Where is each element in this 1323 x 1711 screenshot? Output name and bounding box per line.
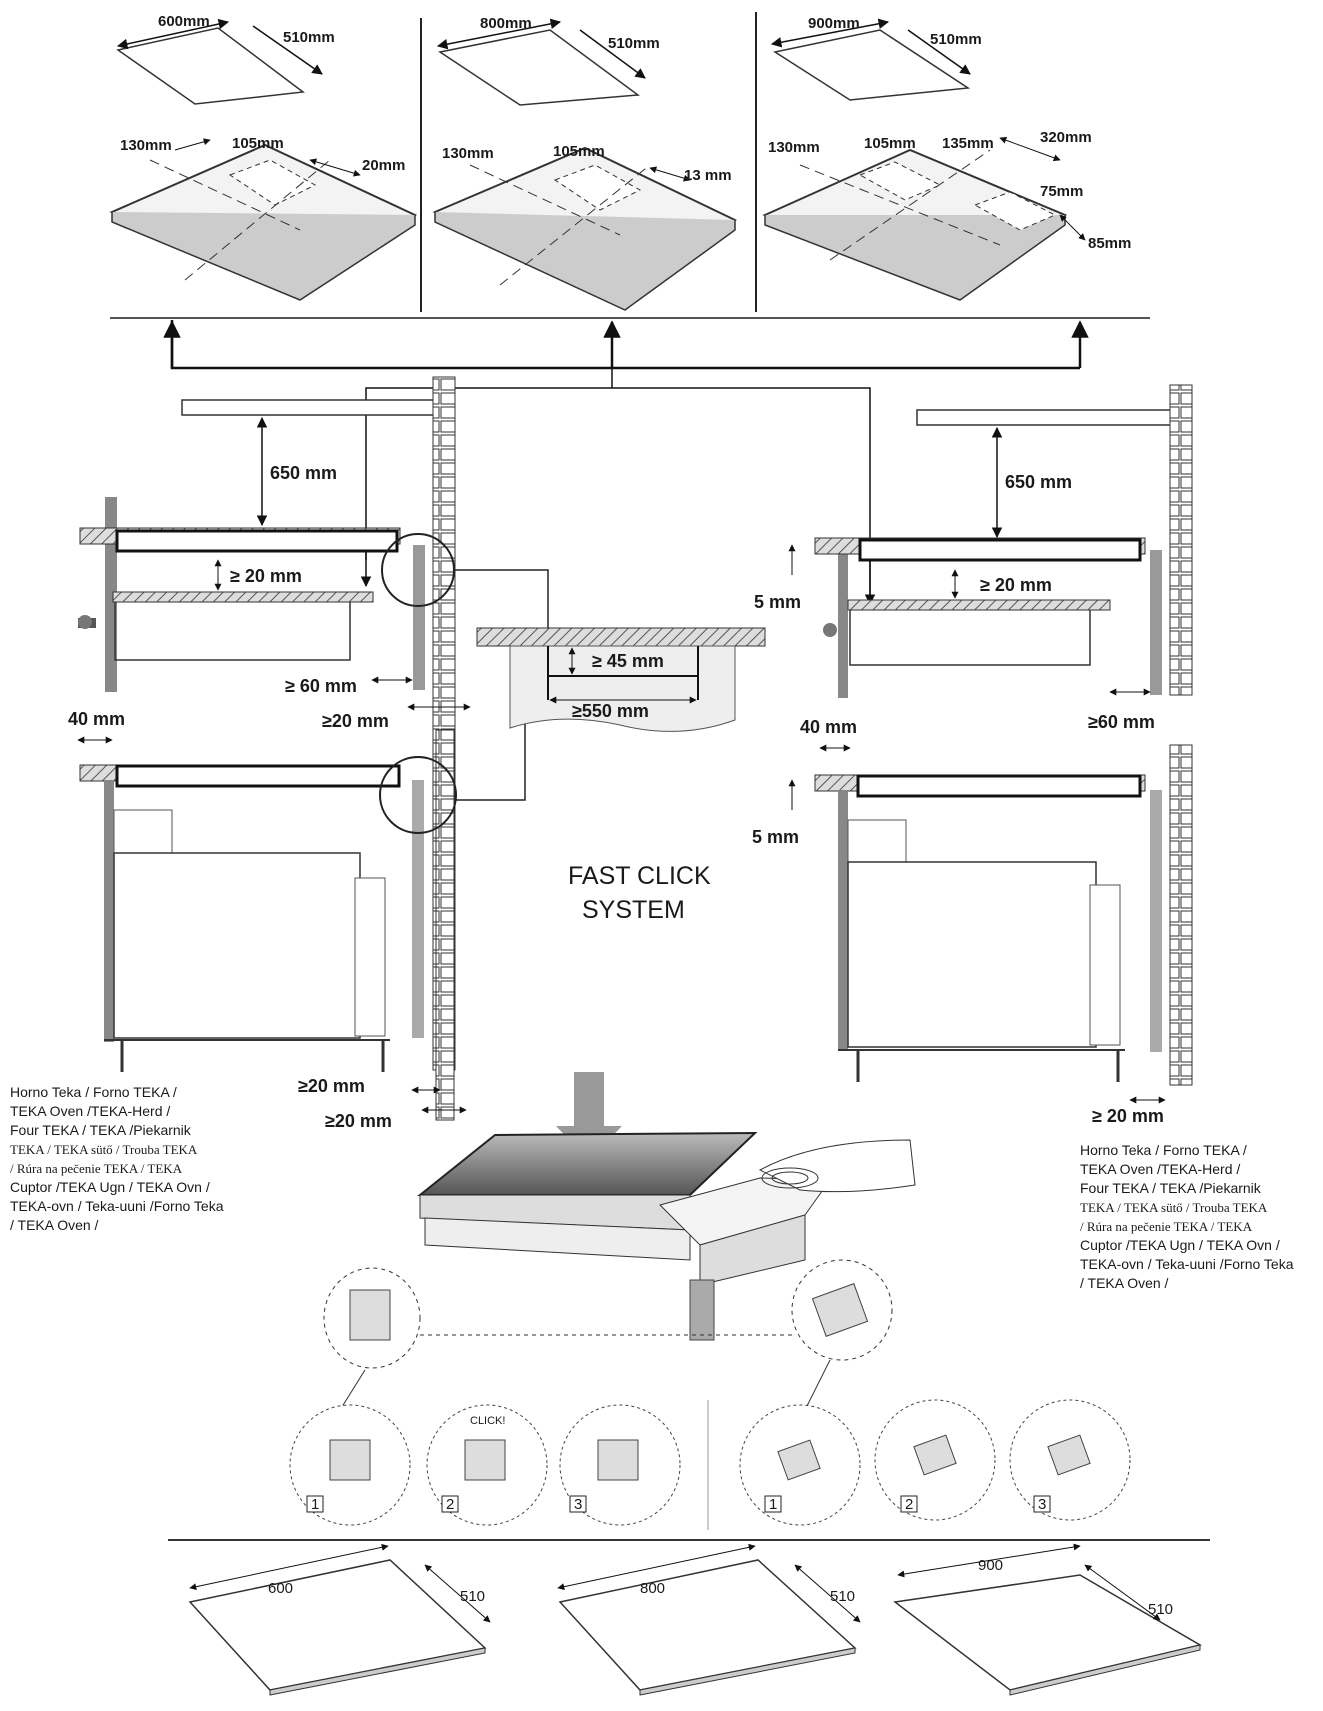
dim-ge20mm-right: ≥ 20 mm [980,575,1052,595]
step-number: 3 [574,1496,582,1513]
dim-510mm: 510mm [608,35,660,52]
dim-40mm: 40 mm [68,709,125,729]
caption-line: TEKA-ovn / Teka-uuni /Forno Teka [10,1198,224,1214]
dim-800mm: 800mm [480,15,532,32]
bottom-panels [188,1543,1202,1696]
top-panel-600 [109,18,418,301]
bottom-dim-510: 510 [1148,1601,1173,1618]
oven-caption-left: Horno Teka / Forno TEKA / TEKA Oven /TEK… [10,1083,238,1235]
dim-ge60mm-right: ≥60 mm [1088,712,1155,732]
dim-135mm: 135mm [942,135,994,152]
caption-line: / Rúra na pečenie TEKA / TEKA [1080,1219,1253,1234]
step-number: 1 [769,1496,777,1513]
dim-85mm: 85mm [1088,235,1131,252]
dim-13mm: 13 mm [684,167,732,184]
step-number: 2 [905,1496,913,1513]
dim-510mm: 510mm [283,29,335,46]
connector-arrows [163,320,1089,606]
fast-click-subtitle: SYSTEM [582,896,685,924]
caption-line: Four TEKA / TEKA /Piekarnik [1080,1180,1261,1196]
caption-line: / Rúra na pečenie TEKA / TEKA [10,1161,183,1176]
step-number: 2 [446,1496,454,1513]
dim-650mm: 650 mm [270,463,337,483]
hob-insert-illustration [417,1072,916,1341]
dim-510mm: 510mm [930,31,982,48]
dim-105mm: 105mm [553,143,605,160]
caption-line: TEKA-ovn / Teka-uuni /Forno Teka [1080,1256,1294,1272]
bottom-dim-800: 800 [640,1580,665,1597]
dim-ge20mm-oven: ≥20 mm [298,1076,365,1096]
left-installation [77,376,549,1121]
caption-line: TEKA Oven /TEKA-Herd / [1080,1161,1241,1177]
oven-caption-right: Horno Teka / Forno TEKA / TEKA Oven /TEK… [1080,1141,1312,1293]
caption-line: Cuptor /TEKA Ugn / TEKA Ovn / [1080,1237,1280,1253]
caption-line: / TEKA Oven / [1080,1275,1169,1291]
dim-20mm: 20mm [362,157,405,174]
step-circles [289,1399,1131,1526]
dim-320mm: 320mm [1040,129,1092,146]
dim-75mm: 75mm [1040,183,1083,200]
fast-click-title: FAST CLICK [568,862,711,890]
top-panel-900 [762,18,1086,301]
center-detail [476,627,766,732]
caption-line: Four TEKA / TEKA /Piekarnik [10,1122,191,1138]
dim-ge20mm: ≥ 20 mm [230,566,302,586]
dim-130mm: 130mm [768,139,820,156]
step-number: 3 [1038,1496,1046,1513]
click-label: CLICK! [470,1415,505,1427]
dim-130mm: 130mm [120,137,172,154]
dim-105mm: 105mm [232,135,284,152]
dim-ge20mm-oven-wall: ≥20 mm [325,1111,392,1131]
dim-ge20mm-small: ≥20 mm [322,711,389,731]
step-number: 1 [311,1496,319,1513]
bottom-dim-600: 600 [268,1580,293,1597]
dim-ge20mm-right-oven: ≥ 20 mm [1092,1106,1164,1126]
bottom-dim-510: 510 [460,1588,485,1605]
caption-line: Horno Teka / Forno TEKA / [10,1084,177,1100]
dim-ge45mm: ≥ 45 mm [592,651,664,671]
bottom-dim-510: 510 [830,1588,855,1605]
step-number-boxes [306,1495,1051,1513]
dim-900mm: 900mm [808,15,860,32]
dim-5mm-lower: 5 mm [752,827,799,847]
dim-105mm: 105mm [864,135,916,152]
bottom-dim-900: 900 [978,1557,1003,1574]
zoom-callouts [323,1259,893,1530]
caption-line: TEKA Oven /TEKA-Herd / [10,1103,171,1119]
dim-40mm-right: 40 mm [800,717,857,737]
dim-130mm: 130mm [442,145,494,162]
caption-line: / TEKA Oven / [10,1217,99,1233]
caption-line: Cuptor /TEKA Ugn / TEKA Ovn / [10,1179,210,1195]
dim-5mm: 5 mm [754,592,801,612]
dim-600mm: 600mm [158,13,210,30]
caption-line: TEKA / TEKA sütő / Trouba TEKA [1080,1200,1268,1215]
top-panel-800 [432,18,737,311]
dim-650mm-right: 650 mm [1005,472,1072,492]
dim-ge60mm: ≥ 60 mm [285,676,357,696]
caption-line: TEKA / TEKA sütő / Trouba TEKA [10,1142,198,1157]
right-installation [788,384,1193,1104]
dim-ge550mm: ≥550 mm [572,701,649,721]
caption-line: Horno Teka / Forno TEKA / [1080,1142,1247,1158]
